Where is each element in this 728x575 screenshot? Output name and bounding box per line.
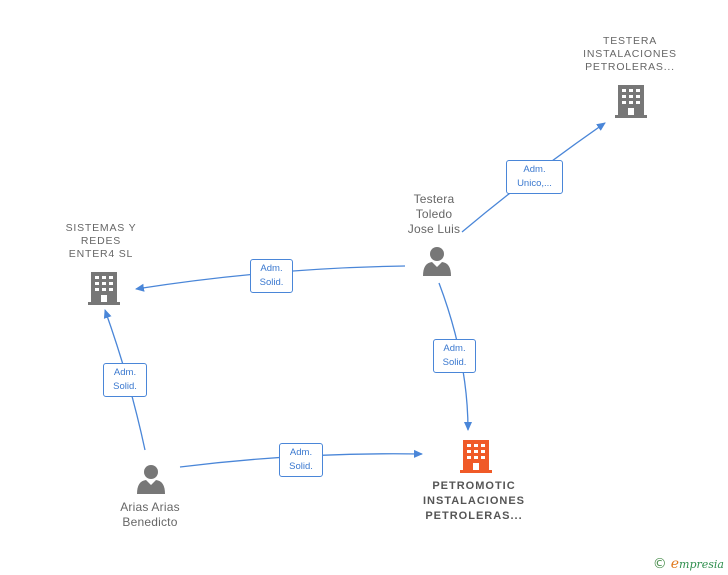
person-icon[interactable] xyxy=(137,465,165,494)
building-icon[interactable] xyxy=(615,85,647,118)
edge-label-adm-solid: Adm. Solid. xyxy=(103,363,147,397)
edge-label-adm-solid: Adm. Solid. xyxy=(433,339,476,373)
empresia-logo: ©empresia xyxy=(653,556,724,572)
edge-label-adm-solid: Adm. Solid. xyxy=(279,443,323,477)
node-label-testera-instalaciones[interactable]: TESTERA INSTALACIONES PETROLERAS... xyxy=(583,35,677,73)
copyright-symbol: © xyxy=(652,556,667,572)
building-icon-main[interactable] xyxy=(460,440,492,473)
building-icon[interactable] xyxy=(88,272,120,305)
edge-label-adm-solid: Adm. Solid. xyxy=(250,259,293,293)
node-label-sistemas-redes[interactable]: SISTEMAS Y REDES ENTER4 SL xyxy=(65,222,137,260)
person-icon[interactable] xyxy=(423,247,451,276)
node-label-arias-arias[interactable]: Arias Arias Benedicto xyxy=(120,500,180,529)
brand-name: mpresia xyxy=(679,558,724,571)
node-label-testera-toledo[interactable]: Testera Toledo Jose Luis xyxy=(407,192,461,236)
brand-e: e xyxy=(670,556,680,572)
node-label-petromotic[interactable]: PETROMOTIC INSTALACIONES PETROLERAS... xyxy=(422,480,526,522)
edge-label-adm-unico: Adm. Unico,... xyxy=(506,160,563,194)
